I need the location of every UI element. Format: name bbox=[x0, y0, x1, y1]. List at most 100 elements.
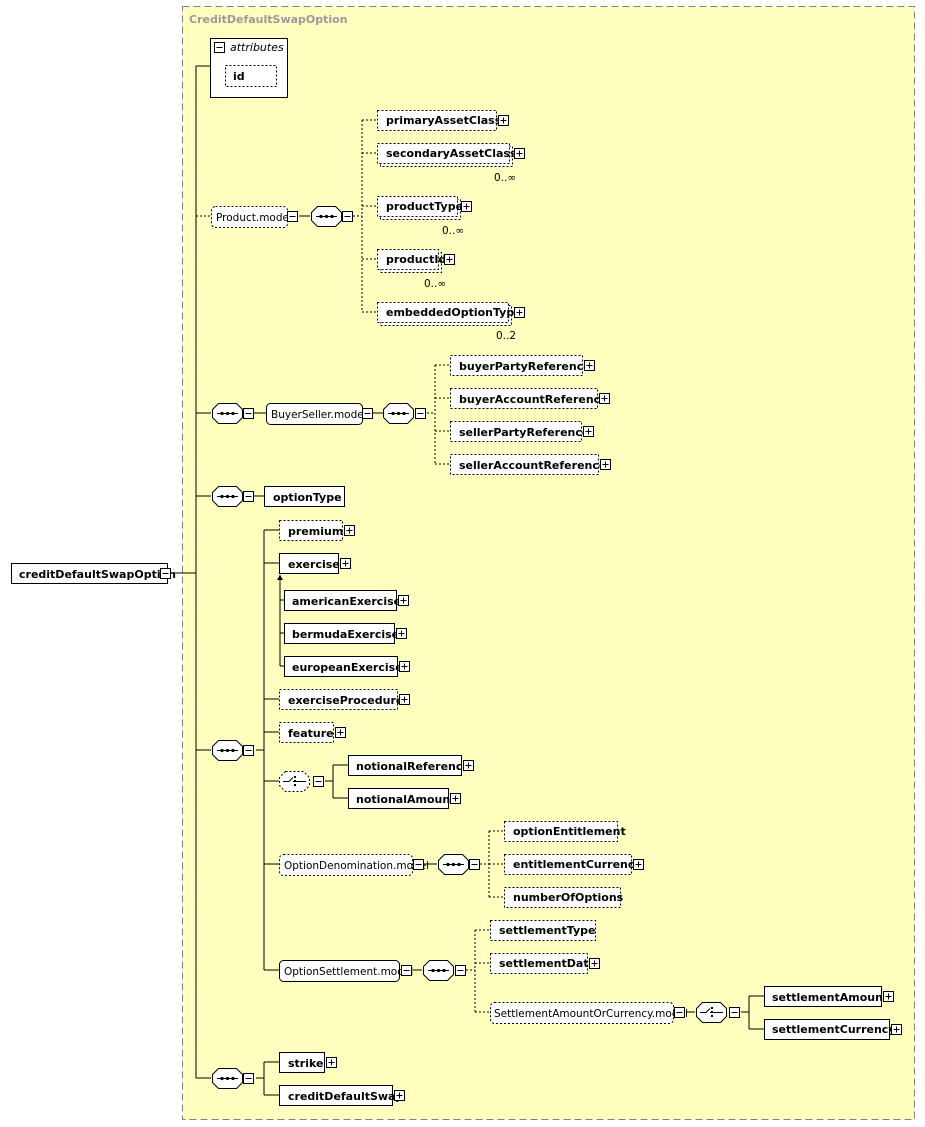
expand-icon[interactable] bbox=[463, 760, 474, 771]
expand-icon[interactable] bbox=[344, 525, 355, 536]
element-feature[interactable]: feature bbox=[279, 722, 334, 743]
element-american-exercise[interactable]: americanExercise bbox=[284, 590, 402, 611]
sequence-compositor-icon[interactable] bbox=[383, 403, 414, 424]
expand-icon[interactable] bbox=[326, 1057, 337, 1068]
optional-connector-lines bbox=[196, 119, 504, 1013]
svg-text:buyerPartyReference: buyerPartyReference bbox=[459, 360, 591, 373]
attributes-title: attributes bbox=[230, 41, 284, 54]
svg-text:optionEntitlement: optionEntitlement bbox=[513, 825, 626, 838]
sequence-compositor-icon[interactable] bbox=[311, 206, 342, 227]
expand-icon[interactable] bbox=[396, 628, 407, 639]
svg-text:bermudaExercise: bermudaExercise bbox=[292, 628, 399, 641]
collapse-icon[interactable] bbox=[243, 1073, 254, 1084]
element-number-of-options[interactable]: numberOfOptions bbox=[504, 887, 624, 908]
expand-icon[interactable] bbox=[394, 1090, 405, 1101]
collapse-icon[interactable] bbox=[214, 42, 225, 53]
settlement-amount-or-currency-model-group[interactable] bbox=[490, 1002, 674, 1024]
element-secondary-asset-class[interactable]: secondaryAssetClass bbox=[377, 143, 517, 167]
expand-icon[interactable] bbox=[599, 393, 610, 404]
expand-icon[interactable] bbox=[589, 958, 600, 969]
expand-icon[interactable] bbox=[399, 661, 410, 672]
expand-icon[interactable] bbox=[444, 254, 455, 265]
expand-icon[interactable] bbox=[335, 727, 346, 738]
collapse-icon[interactable] bbox=[729, 1007, 740, 1018]
element-buyer-account-reference[interactable]: buyerAccountReference bbox=[450, 388, 608, 409]
cardinality-label: 0..∞ bbox=[494, 172, 516, 184]
expand-icon[interactable] bbox=[583, 426, 594, 437]
root-element-label: creditDefaultSwapOption bbox=[19, 568, 176, 581]
cardinality-label: 0..2 bbox=[496, 330, 516, 342]
collapse-icon[interactable] bbox=[674, 1007, 685, 1018]
collapse-icon[interactable] bbox=[313, 776, 324, 787]
element-primary-asset-class[interactable]: primaryAssetClass bbox=[377, 110, 502, 131]
expand-icon[interactable] bbox=[398, 595, 409, 606]
collapse-icon[interactable] bbox=[415, 408, 426, 419]
svg-text:primaryAssetClass: primaryAssetClass bbox=[386, 114, 502, 127]
element-exercise[interactable]: exercise bbox=[279, 553, 340, 574]
sequence-compositor-icon[interactable] bbox=[212, 1068, 243, 1089]
element-premium[interactable]: premium bbox=[279, 520, 344, 541]
option-denomination-model-group[interactable] bbox=[279, 854, 413, 876]
element-settlement-date[interactable]: settlementDate bbox=[490, 953, 597, 974]
expand-icon[interactable] bbox=[340, 558, 351, 569]
choice-compositor-icon[interactable] bbox=[279, 771, 310, 792]
option-settlement-model-group[interactable] bbox=[279, 960, 400, 982]
element-settlement-type[interactable]: settlementType bbox=[490, 920, 596, 941]
collapse-icon[interactable] bbox=[401, 965, 412, 976]
element-embedded-option-type[interactable]: embeddedOptionType bbox=[377, 302, 522, 326]
expand-icon[interactable] bbox=[891, 1024, 902, 1035]
collapse-icon[interactable] bbox=[342, 211, 353, 222]
sequence-compositor-icon[interactable] bbox=[212, 403, 243, 424]
collapse-icon[interactable] bbox=[243, 491, 254, 502]
element-seller-account-reference[interactable]: sellerAccountReference bbox=[450, 454, 607, 475]
expand-icon[interactable] bbox=[498, 115, 509, 126]
option-settlement-model-label: OptionSettlement.model bbox=[284, 966, 413, 978]
element-notional-reference[interactable]: notionalReference bbox=[348, 755, 470, 776]
element-exercise-procedure[interactable]: exerciseProcedure bbox=[279, 689, 404, 710]
element-option-entitlement[interactable]: optionEntitlement bbox=[504, 821, 626, 842]
expand-icon[interactable] bbox=[584, 360, 595, 371]
choice-compositor-icon[interactable] bbox=[696, 1002, 727, 1023]
element-product-type[interactable]: productType bbox=[377, 196, 464, 220]
element-buyer-party-reference[interactable]: buyerPartyReference bbox=[450, 355, 591, 376]
svg-text:productType: productType bbox=[386, 200, 463, 213]
expand-icon[interactable] bbox=[633, 859, 644, 870]
element-strike[interactable]: strike bbox=[279, 1052, 325, 1073]
element-settlement-amount[interactable]: settlementAmount bbox=[764, 986, 889, 1007]
expand-icon[interactable] bbox=[399, 694, 410, 705]
expand-icon[interactable] bbox=[461, 201, 472, 212]
svg-text:settlementCurrency: settlementCurrency bbox=[772, 1023, 896, 1036]
element-bermuda-exercise[interactable]: bermudaExercise bbox=[284, 623, 400, 644]
expand-icon[interactable] bbox=[450, 793, 461, 804]
sequence-compositor-icon[interactable] bbox=[423, 960, 454, 981]
element-seller-party-reference[interactable]: sellerPartyReference bbox=[450, 421, 590, 442]
collapse-icon[interactable] bbox=[243, 408, 254, 419]
collapse-icon[interactable] bbox=[243, 745, 254, 756]
expand-icon[interactable] bbox=[600, 459, 611, 470]
expand-icon[interactable] bbox=[883, 991, 894, 1002]
element-product-id[interactable]: productId bbox=[377, 249, 447, 273]
element-entitlement-currency[interactable]: entitlementCurrency bbox=[504, 854, 642, 875]
option-denomination-model-label: OptionDenomination.model bbox=[284, 860, 429, 872]
sequence-compositor-icon[interactable] bbox=[212, 486, 243, 507]
element-option-type[interactable]: optionType bbox=[264, 486, 345, 507]
element-credit-default-swap[interactable]: creditDefaultSwap bbox=[279, 1085, 404, 1106]
collapse-icon[interactable] bbox=[469, 859, 480, 870]
svg-text:optionType: optionType bbox=[273, 491, 342, 504]
element-settlement-currency[interactable]: settlementCurrency bbox=[764, 1019, 896, 1040]
collapse-icon[interactable] bbox=[160, 568, 171, 579]
element-notional-amount[interactable]: notionalAmount bbox=[348, 788, 456, 809]
collapse-icon[interactable] bbox=[362, 408, 373, 419]
expand-icon[interactable] bbox=[514, 307, 525, 318]
collapse-icon[interactable] bbox=[455, 965, 466, 976]
cardinality-label: 0..∞ bbox=[424, 278, 446, 290]
svg-text:secondaryAssetClass: secondaryAssetClass bbox=[386, 147, 517, 160]
svg-text:numberOfOptions: numberOfOptions bbox=[513, 891, 624, 904]
element-european-exercise[interactable]: europeanExercise bbox=[284, 656, 403, 677]
collapse-icon[interactable] bbox=[287, 211, 298, 222]
collapse-icon[interactable] bbox=[413, 859, 424, 870]
sequence-compositor-icon[interactable] bbox=[212, 740, 243, 761]
sequence-compositor-icon[interactable] bbox=[438, 854, 469, 875]
expand-icon[interactable] bbox=[514, 148, 525, 159]
